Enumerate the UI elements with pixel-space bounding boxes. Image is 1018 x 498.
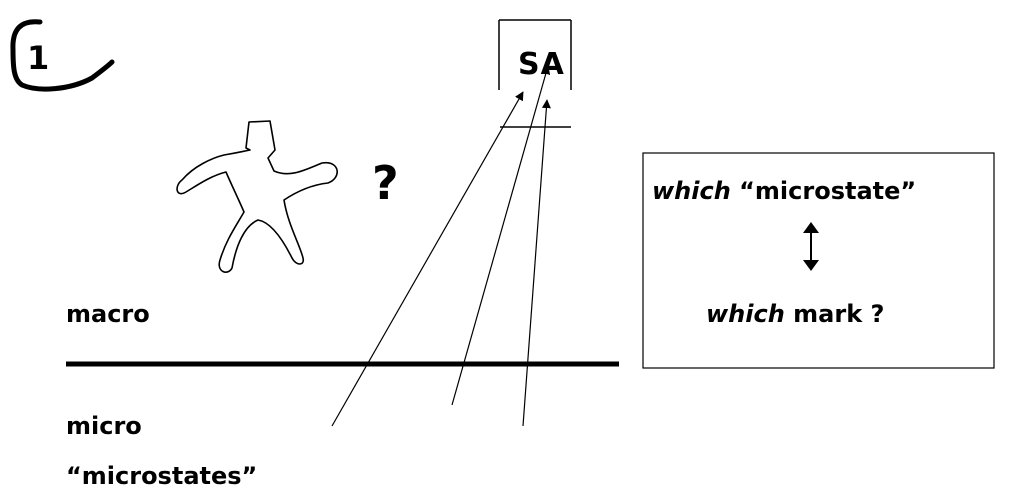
microstates-label: “microstates” — [66, 462, 258, 490]
double-arrow-vertical-icon — [803, 222, 819, 271]
badge-number: 1 — [27, 39, 50, 77]
box-line-which-microstate: which “microstate” — [652, 179, 916, 203]
box-line1-rest: “microstate” — [730, 177, 917, 205]
macro-label: macro — [66, 300, 150, 328]
arrow-microstate-3 — [522, 99, 551, 427]
question-box — [642, 152, 995, 369]
badge-circle — [10, 19, 115, 92]
person-sketch — [176, 120, 338, 273]
box-line2-rest: mark ? — [784, 300, 885, 328]
arrow-microstate-1 — [331, 91, 524, 427]
box-line1-which: which — [652, 177, 731, 205]
arrow-microstate-2 — [451, 65, 551, 406]
box-line2-which: which — [706, 300, 785, 328]
micro-label: micro — [66, 412, 142, 440]
box-line-which-mark: which mark ? — [706, 302, 884, 326]
figure-question-mark: ? — [372, 156, 399, 210]
sa-label: SA — [518, 47, 565, 82]
